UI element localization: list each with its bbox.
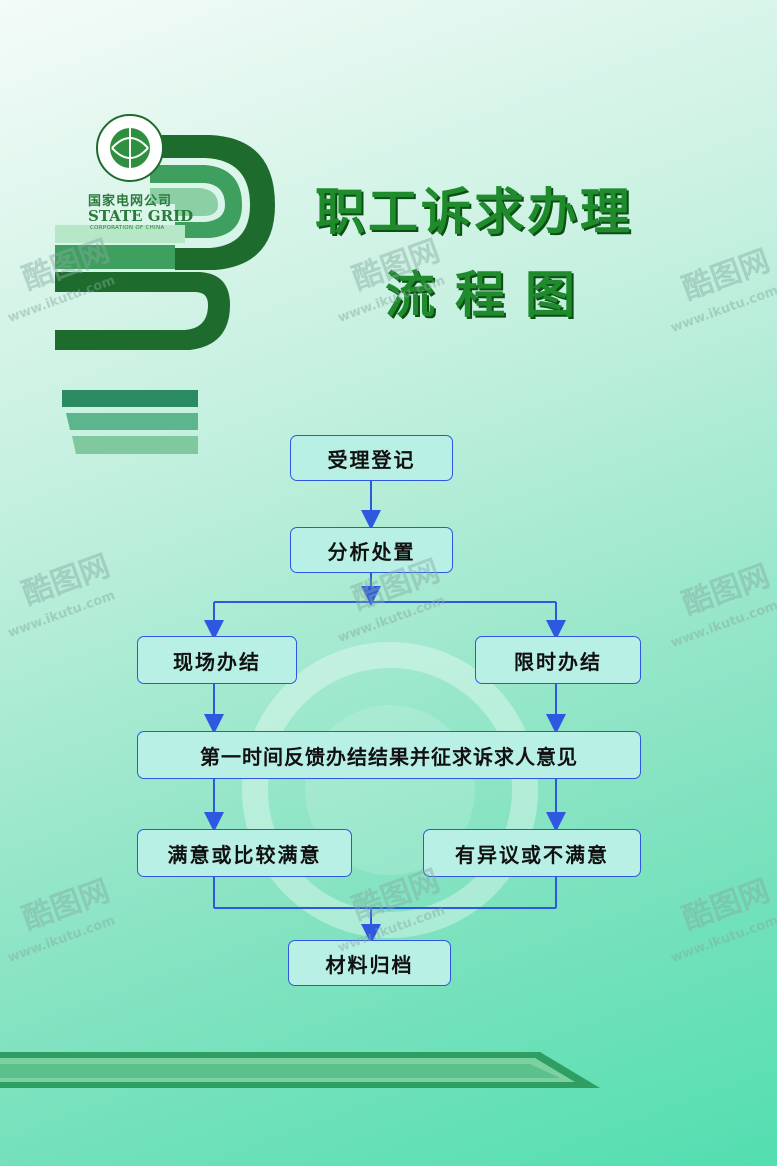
bottom-stripe-3: [0, 1064, 560, 1078]
step-onsite-complete: 现场办结: [137, 636, 297, 684]
step-timed-complete: 限时办结: [475, 636, 641, 684]
step-feedback: 第一时间反馈办结结果并征求诉求人意见: [137, 731, 641, 779]
logo-name-sub: CORPORATION OF CHINA: [90, 225, 165, 231]
left-bar-green: [55, 245, 175, 269]
page-title-line1: 职工诉求办理: [315, 183, 633, 241]
logo-name-cn: 国家电网公司: [88, 194, 173, 209]
step-accept-register: 受理登记: [290, 435, 453, 481]
page-title-line2: 流程图: [385, 266, 595, 324]
stripe-1: [62, 390, 198, 407]
arc-stripe-mid: [150, 165, 242, 238]
left-bar-light: [55, 225, 185, 243]
background-globe-icon: [242, 642, 538, 938]
step-analyze-handle: 分析处置: [290, 527, 453, 573]
logo-name-en: STATE GRID: [88, 207, 194, 225]
step-archive: 材料归档: [288, 940, 451, 986]
stripe-2: [66, 413, 198, 430]
result-satisfied: 满意或比较满意: [137, 829, 352, 877]
arc-stripe-light: [150, 188, 218, 216]
lower-arc: [55, 272, 230, 350]
arc-stripe-dark: [150, 135, 275, 270]
result-unsatisfied: 有异议或不满意: [423, 829, 641, 877]
stripe-3: [72, 436, 198, 454]
